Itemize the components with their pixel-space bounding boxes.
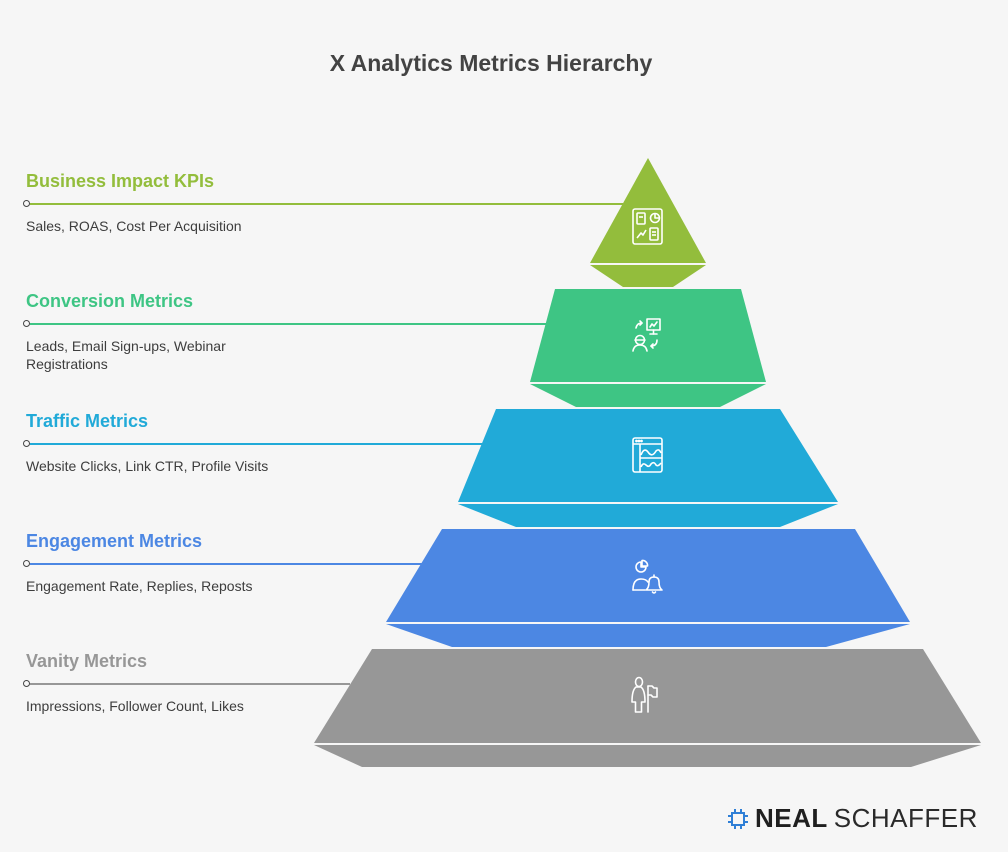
user-conversion-chart-icon — [632, 318, 661, 352]
level-title: Conversion Metrics — [26, 291, 194, 311]
connector-dot — [23, 440, 30, 447]
person-flag-icon — [631, 676, 658, 713]
connector-dot — [23, 200, 30, 207]
pyramid-level-business-impact — [590, 158, 706, 287]
level-description: Leads, Email Sign-ups, Webinar Registrat… — [26, 338, 226, 372]
level-description: Engagement Rate, Replies, Reposts — [26, 578, 253, 594]
level-title: Engagement Metrics — [26, 531, 203, 551]
level-title: Traffic Metrics — [26, 411, 149, 431]
connector-line-conversion — [30, 323, 558, 325]
level-description: Sales, ROAS, Cost Per Acquisition — [26, 218, 242, 234]
label-vanity: Vanity Metrics Impressions, Follower Cou… — [26, 650, 326, 715]
chip-icon — [728, 808, 748, 829]
label-conversion: Conversion Metrics Leads, Email Sign-ups… — [26, 290, 326, 373]
level-title: Business Impact KPIs — [26, 171, 215, 191]
pyramid-level-conversion — [530, 289, 766, 407]
level-description: Impressions, Follower Count, Likes — [26, 698, 244, 714]
logo-text-bold: NEAL — [755, 803, 828, 833]
label-engagement: Engagement Metrics Engagement Rate, Repl… — [26, 530, 326, 595]
user-bell-pie-icon — [632, 559, 663, 594]
page-title: X Analytics Metrics Hierarchy — [329, 50, 653, 76]
logo-text-light: SCHAFFER — [833, 803, 978, 833]
label-traffic: Traffic Metrics Website Clicks, Link CTR… — [26, 410, 326, 475]
dashboard-report-icon — [632, 208, 663, 245]
brand-logo: NEAL SCHAFFER — [727, 803, 978, 834]
connector-line-vanity — [30, 683, 350, 685]
connector-line-engagement — [30, 563, 423, 565]
pyramid-level-traffic — [458, 409, 838, 527]
level-description: Website Clicks, Link CTR, Profile Visits — [26, 458, 269, 474]
pyramid-level-vanity — [314, 649, 981, 767]
connector-dot — [23, 680, 30, 687]
connector-dot — [23, 320, 30, 327]
label-business-impact: Business Impact KPIs Sales, ROAS, Cost P… — [26, 170, 326, 235]
browser-analytics-icon — [632, 437, 663, 473]
connector-line-business-impact — [30, 203, 623, 205]
connector-line-traffic — [30, 443, 496, 445]
connector-dot — [23, 560, 30, 567]
level-title: Vanity Metrics — [26, 651, 148, 671]
pyramid-level-engagement — [386, 529, 910, 647]
